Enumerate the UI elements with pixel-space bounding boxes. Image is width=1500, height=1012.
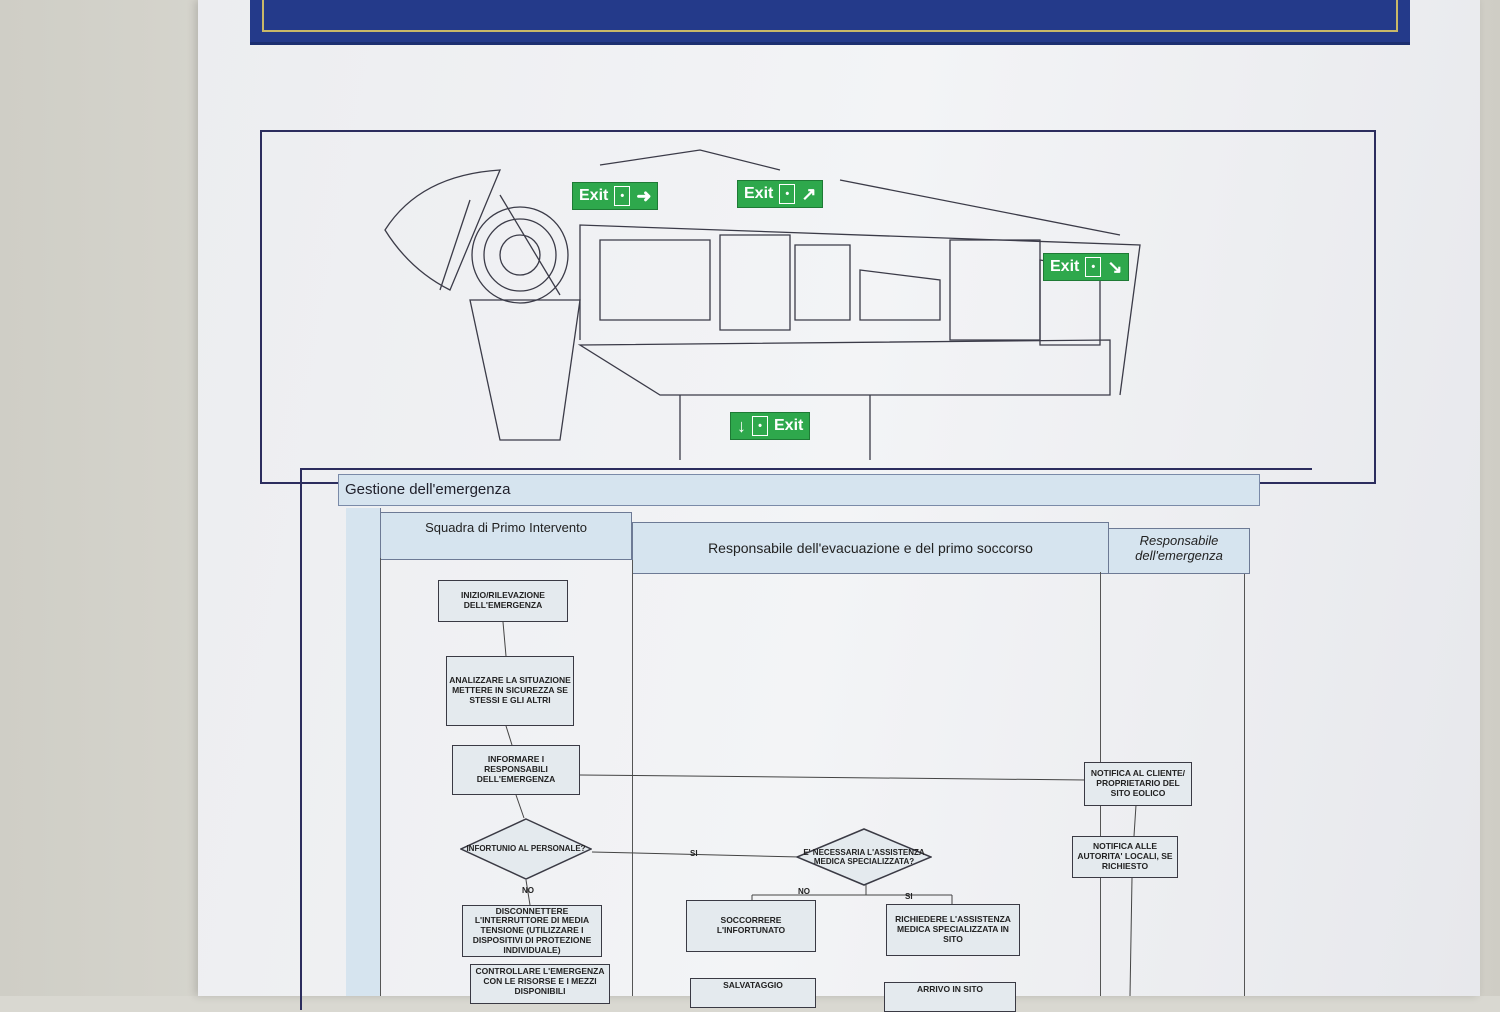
diamond-shape [796,828,932,886]
flow-box-text: INIZIO/RILEVAZIONE DELL'EMERGENZA [461,590,545,610]
main-shaft [599,239,711,321]
flow-box-text: DISCONNETTERE L'INTERRUTTORE DI MEDIA TE… [472,905,592,955]
running-man-icon: • [1085,257,1102,277]
emergency-table-frame [300,468,1312,1010]
roof-hatch-left [599,149,781,171]
banner-gold-border [262,0,1398,32]
lane-header-first-response: Squadra di Primo Intervento [380,512,632,560]
flow-box-arrival: ARRIVO IN SITO [884,982,1016,1012]
lane-header-emergency-manager: Responsabile dell'emergenza [1108,528,1250,574]
exit-sign-bottom: ↓ • Exit [730,412,811,440]
flow-box-start: INIZIO/RILEVAZIONE DELL'EMERGENZA [438,580,568,622]
flow-box-notify-client: NOTIFICA AL CLIENTE/ PROPRIETARIO DEL SI… [1084,762,1192,806]
exit-sign-top-center: Exit • ↗ [737,180,824,208]
emergency-title-cell: Gestione dell'emergenza [338,474,1260,506]
flow-box-analyze: ANALIZZARE LA SITUAZIONE METTERE IN SICU… [446,656,574,726]
flow-box-text: SOCCORRERE L'INFORTUNATO [716,915,786,935]
exit-sign-right: Exit • ↘ [1043,253,1130,281]
hub-nose [384,169,502,291]
decision-text: INFORTUNIO AL PERSONALE? [466,844,586,854]
flow-box-disconnect: DISCONNETTERE L'INTERRUTTORE DI MEDIA TE… [462,905,602,957]
roof-rail [839,179,1121,236]
nacelle-shell [579,224,1141,396]
lane-divider [380,558,381,996]
lane-label: Responsabile dell'evacuazione e del prim… [708,540,1033,556]
flow-box-text: NOTIFICA ALLE AUTORITA' LOCALI, SE RICHI… [1077,841,1173,871]
flow-box-salvage: SALVATAGGIO [690,978,816,1008]
emergency-title: Gestione dell'emergenza [345,481,511,498]
exit-label: Exit [744,185,774,202]
rotor-hub [471,206,569,304]
tower-cone [469,299,581,441]
flow-box-text: ARRIVO IN SITO [917,984,983,994]
flow-box-notify-authorities: NOTIFICA ALLE AUTORITA' LOCALI, SE RICHI… [1072,836,1178,878]
flow-box-text: ANALIZZARE LA SITUAZIONE METTERE IN SICU… [449,675,571,705]
lane-divider [1244,574,1245,996]
arrow-up-right-icon: ↗ [801,184,817,204]
flow-box-rescue: SOCCORRERE L'INFORTUNATO [686,900,816,952]
flow-box-text: SALVATAGGIO [723,980,783,990]
flow-box-text: INFORMARE I RESPONSABILI DELL'EMERGENZA [476,754,556,784]
flow-decision-medical: E' NECESSARIA L'ASSISTENZA MEDICA SPECIA… [796,828,932,886]
flow-box-control: CONTROLLARE L'EMERGENZA CON LE RISORSE E… [470,964,610,1004]
running-man-icon: • [614,186,631,206]
flow-box-inform: INFORMARE I RESPONSABILI DELL'EMERGENZA [452,745,580,795]
flow-label-yes: SI [690,849,698,858]
running-man-icon: • [779,184,796,204]
flow-box-text: NOTIFICA AL CLIENTE/ PROPRIETARIO DEL SI… [1090,768,1186,798]
nacelle-base [577,339,1111,396]
running-man-icon: • [752,416,768,436]
exit-label: Exit [774,417,804,434]
exit-sign-top-left: Exit • ➜ [572,182,659,210]
arrow-right-icon: ➜ [636,186,652,206]
decision-text: E' NECESSARIA L'ASSISTENZA MEDICA SPECIA… [803,847,925,866]
flow-label-yes: SI [905,892,913,901]
gearbox [719,234,791,331]
flow-box-text: CONTROLLARE L'EMERGENZA CON LE RISORSE E… [475,966,605,996]
diamond-shape [460,818,592,880]
flow-label-no: NO [522,886,534,895]
arrow-down-right-icon: ↘ [1107,257,1123,277]
flow-label-no: NO [798,887,810,896]
lane-label: Squadra di Primo Intervento [425,520,587,535]
lane-header-evacuation: Responsabile dell'evacuazione e del prim… [632,522,1109,574]
arrow-down-icon: ↓ [737,416,746,436]
lane-divider [632,560,633,996]
flow-box-request-medical: RICHIEDERE L'ASSISTENZA MEDICA SPECIALIZ… [886,904,1020,956]
flow-box-text: RICHIEDERE L'ASSISTENZA MEDICA SPECIALIZ… [895,914,1011,944]
lane-side-strip [346,508,381,996]
coupling [859,269,941,321]
lane-label: Responsabile dell'emergenza [1135,533,1223,563]
exit-label: Exit [1050,258,1080,275]
tower-top [679,395,871,460]
flow-decision-injury: INFORTUNIO AL PERSONALE? [460,818,592,880]
exit-label: Exit [579,187,609,204]
poster-banner [250,0,1410,45]
